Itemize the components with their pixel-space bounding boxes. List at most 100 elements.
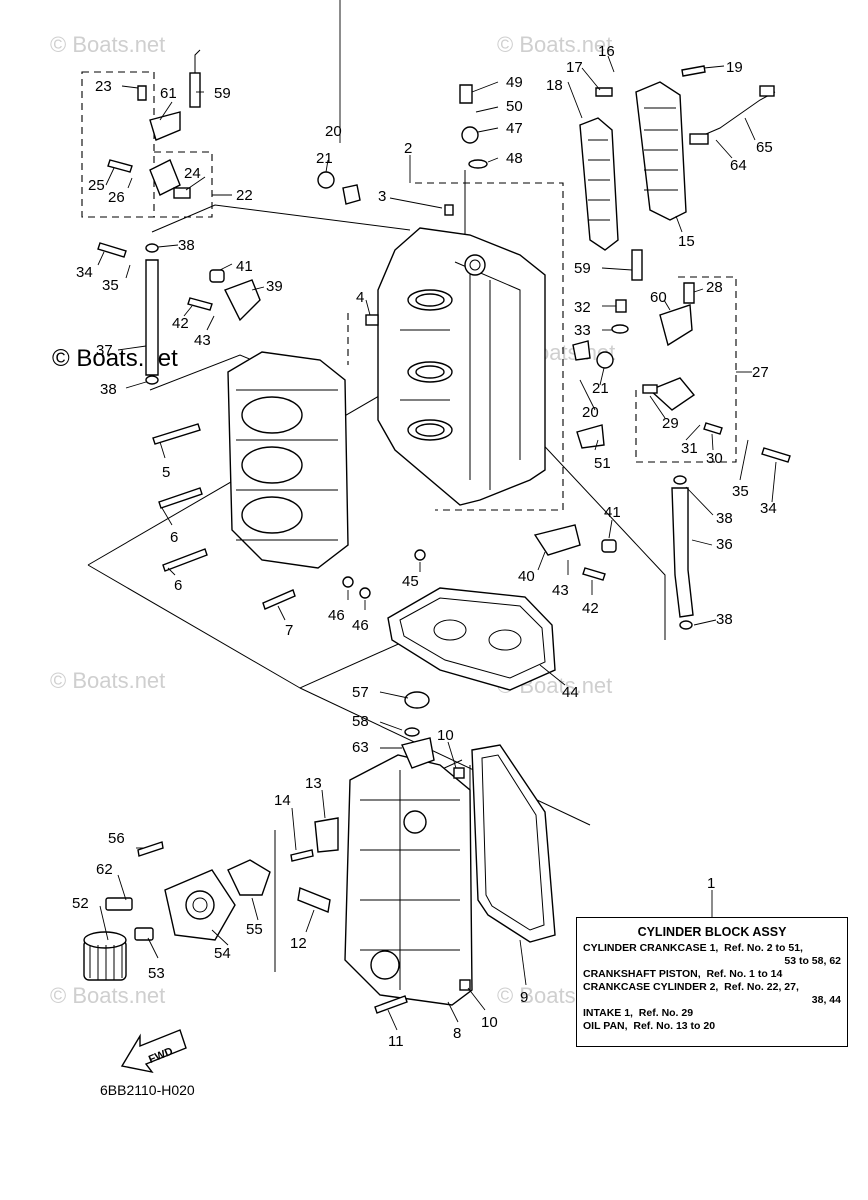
oring-46b xyxy=(359,587,371,599)
callout: 58 xyxy=(352,713,369,730)
fwd-arrow: FWD xyxy=(120,1029,187,1074)
legend-line: CRANKCASE CYLINDER 2, Ref. No. 22, 27, xyxy=(583,981,799,993)
oil-filter xyxy=(83,869,236,981)
callout: 19 xyxy=(726,59,743,76)
callout: 35 xyxy=(102,277,119,294)
callout: 50 xyxy=(506,98,523,115)
grommet-41 xyxy=(601,539,617,553)
hoses xyxy=(145,243,694,630)
callout: 48 xyxy=(506,150,523,167)
callout: 65 xyxy=(756,139,773,156)
section-line xyxy=(151,204,411,233)
callout: 5 xyxy=(162,464,170,481)
plug-20 xyxy=(342,184,361,205)
callout: 38 xyxy=(716,510,733,527)
callout: 17 xyxy=(566,59,583,76)
watermark: © Boats.net xyxy=(50,668,165,693)
diagram-code: 6BB2110-H020 xyxy=(100,1082,195,1098)
callout: 37 xyxy=(96,342,113,359)
callout: 40 xyxy=(518,568,535,585)
callout: 41 xyxy=(604,504,621,521)
callout: 64 xyxy=(730,157,747,174)
gasket-9 xyxy=(471,744,556,943)
sensor-59-top xyxy=(189,72,201,108)
watermark-dark: © Boats.net xyxy=(52,345,178,372)
callout: 49 xyxy=(506,74,523,91)
legend-line: 53 to 58, 62 xyxy=(784,955,841,967)
callout: 51 xyxy=(594,455,611,472)
dowel-10b xyxy=(459,979,471,991)
callout: 23 xyxy=(95,78,112,95)
callout: 56 xyxy=(108,830,125,847)
callout-labels: 1 2 3 4 5 6 6 7 8 9 10 10 11 12 13 14 15… xyxy=(72,43,777,1050)
callout: 33 xyxy=(574,322,591,339)
callout: 42 xyxy=(172,315,189,332)
callout: 2 xyxy=(404,140,412,157)
seal-21 xyxy=(317,171,335,189)
oring-48 xyxy=(468,159,488,169)
callout: 20 xyxy=(325,123,342,140)
small-parts xyxy=(149,49,696,991)
seal-21b xyxy=(596,351,614,369)
callout: 36 xyxy=(716,536,733,553)
callout: 27 xyxy=(752,364,769,381)
callout: 43 xyxy=(552,582,569,599)
callout: 38 xyxy=(716,611,733,628)
callout: 15 xyxy=(678,233,695,250)
oring-46 xyxy=(342,576,354,588)
callout: 7 xyxy=(285,622,293,639)
section-line xyxy=(299,687,591,826)
callout: 12 xyxy=(290,935,307,952)
callout: 39 xyxy=(266,278,283,295)
legend-line: CYLINDER CRANKCASE 1, Ref. No. 2 to 51, xyxy=(583,942,803,954)
bracket-39 xyxy=(224,279,261,322)
oil-pan xyxy=(344,754,473,1006)
callout: 61 xyxy=(160,85,177,102)
callout: 52 xyxy=(72,895,89,912)
legend-line: CRANKSHAFT PISTON, Ref. No. 1 to 14 xyxy=(583,968,783,980)
callout: 24 xyxy=(184,165,201,182)
clamp-63 xyxy=(401,737,435,769)
callout: 9 xyxy=(520,989,528,1006)
callout: 28 xyxy=(706,279,723,296)
callout: 43 xyxy=(194,332,211,349)
callout: 30 xyxy=(706,450,723,467)
dashed-group-2 xyxy=(415,182,564,511)
callout: 60 xyxy=(650,289,667,306)
legend-title: CYLINDER BLOCK ASSY xyxy=(637,925,787,939)
dowel-10 xyxy=(453,767,465,779)
callout: 11 xyxy=(388,1033,404,1050)
callout: 8 xyxy=(453,1025,461,1042)
legend-line: 38, 44 xyxy=(811,994,841,1006)
bracket-51 xyxy=(576,424,605,449)
callout: 20 xyxy=(582,404,599,421)
callout: 35 xyxy=(732,483,749,500)
watermark: © Boats.net xyxy=(50,32,165,57)
stud-12 xyxy=(297,887,331,913)
legend-line: OIL PAN, Ref. No. 13 to 20 xyxy=(583,1020,716,1032)
gasket-55 xyxy=(227,859,271,896)
section-line xyxy=(519,419,666,640)
callout: 38 xyxy=(178,237,195,254)
callout: 55 xyxy=(246,921,263,938)
assembly-legend: CYLINDER BLOCK ASSY CYLINDER CRANKCASE 1… xyxy=(576,917,848,1047)
callout: 44 xyxy=(562,684,579,701)
grommet-41b xyxy=(209,269,225,283)
fitting-47 xyxy=(461,126,479,144)
callout: 21 xyxy=(316,150,333,167)
callout: 46 xyxy=(352,617,369,634)
dowel-4 xyxy=(365,314,379,326)
callout: 54 xyxy=(214,945,231,962)
assembly-outlines xyxy=(81,71,737,511)
watermark: © Boats.net xyxy=(497,32,612,57)
oring-58 xyxy=(404,727,420,737)
leader-lines xyxy=(97,0,777,1031)
callout: 14 xyxy=(274,792,291,809)
exhaust-covers xyxy=(579,81,687,251)
callout: 1 xyxy=(707,875,715,892)
callout: 10 xyxy=(481,1014,498,1031)
callout: 18 xyxy=(546,77,563,94)
callout: 59 xyxy=(574,260,591,277)
sensor-wire-64-65 xyxy=(689,85,776,145)
callout: 59 xyxy=(214,85,231,102)
